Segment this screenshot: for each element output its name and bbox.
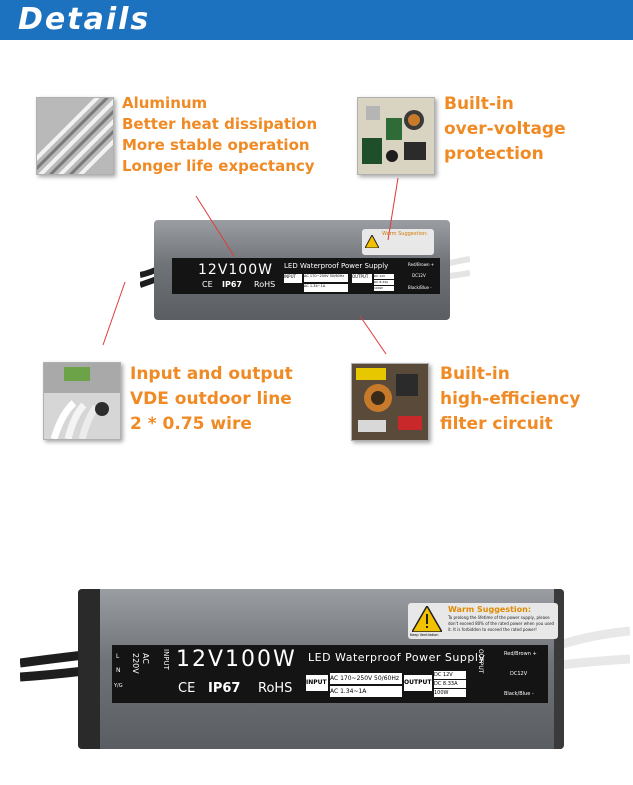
page-title: Details [18,2,151,37]
model-text: 12V100W [176,647,297,672]
aluminum-fins-thumbnail [36,97,114,175]
feature-line: Input and output [130,364,293,384]
feature-line: Built-in [444,94,514,114]
input-spec-2: AC 1.34~1A [330,686,402,697]
aluminum-fins-image [37,98,113,174]
product-title: LED Waterproof Power Supply [284,262,389,270]
terminal-l: L [116,653,120,660]
rohs-mark: RoHS [254,280,276,289]
psu-large-warning-label: Warm Suggestion: To prolong the lifetime… [408,603,558,639]
input-label: INPUT [284,274,302,283]
output-spec-1: DC 12V [374,274,394,279]
warning-icon [365,235,379,248]
feature-line: high-efficiency [440,389,581,409]
input-ac: AC [141,653,150,664]
out-negative: Black/Blue - [408,285,432,290]
input-spec-1: AC 170~250V 50/60Hz [304,274,348,282]
out-positive: Red/Brown + [408,262,435,267]
ce-mark: CE [178,681,196,696]
output-spec-1: DC 12V [434,671,466,679]
left-mount-bracket [78,589,100,749]
warn-text: To prolong the lifetime of the power sup… [448,615,555,632]
right-mount-bracket [554,589,564,749]
output-title: OUTPUT [477,649,484,674]
terminal-n: N [116,667,121,674]
overvoltage-board-thumbnail [357,97,435,175]
filter-circuit-thumbnail [351,363,429,441]
psu-large-label: L N Y/G AC 220V INPUT 12V100W CE IP67 Ro… [112,645,548,703]
power-supply-large: Warm Suggestion: To prolong the lifetime… [20,585,630,755]
feature-line: Better heat dissipation [122,115,318,133]
feature-filter-text: Built-in high-efficiency filter circuit [440,362,580,437]
input-title: INPUT [162,649,170,670]
output-spec-2: DC 8.33A [374,280,394,285]
feature-line: over-voltage [444,119,566,139]
feature-aluminum-text: Aluminum Better heat dissipation More st… [122,93,317,177]
feature-overvoltage-text: Built-in over-voltage protection [444,92,566,167]
output-spec-2: DC 8.33A [434,680,466,688]
terminal-ground: Y/G [114,683,123,689]
feature-line: More stable operation [122,136,310,154]
feature-line: Longer life expectancy [122,157,315,175]
io-wires-thumbnail [43,362,121,440]
out-negative: Black/Blue - [504,691,534,697]
out-dc: DC12V [510,671,528,677]
out-dc: DC12V [412,273,426,278]
rohs-mark: RoHS [258,681,293,696]
warning-icon [412,606,442,632]
feature-io-text: Input and output VDE outdoor line 2 * 0.… [130,362,293,437]
psu-small-label: 12V100W CE IP67 RoHS LED Waterproof Powe… [172,258,440,294]
ip-rating: IP67 [208,681,241,696]
warn-title: Warm Suggestion: [382,231,428,237]
ce-mark: CE [202,280,213,289]
feature-line: Built-in [440,364,510,384]
psu-large-cables [20,626,630,682]
output-label: OUTPUT [352,274,372,283]
feature-line: 2 * 0.75 wire [130,414,252,434]
psu-small-warning-label: Warm Suggestion: [362,229,434,255]
output-label: OUTPUT [404,675,432,691]
power-supply-small: Warm Suggestion: 12V100W CE IP67 RoHS LE… [140,215,470,325]
model-text: 12V100W [198,262,273,278]
output-spec-3: 100W [434,689,466,697]
input-spec-2: AC 1.34~1A [304,284,348,292]
warn-title: Warm Suggestion: [448,605,532,614]
header-bar: Details [0,0,633,40]
feature-line: filter circuit [440,414,553,434]
io-wires-image [44,363,120,439]
filter-circuit-image [352,364,428,440]
input-spec-1: AC 170~250V 50/60Hz [330,673,402,684]
input-voltage: 220V [131,653,140,674]
circuit-board-image [358,98,434,174]
feature-line: VDE outdoor line [130,389,292,409]
input-label: INPUT [306,675,328,691]
out-positive: Red/Brown + [504,651,537,657]
feature-line: Aluminum [122,94,208,112]
warn-small: Keep Ventilation [410,633,439,637]
output-spec-3: 100W [374,286,394,291]
feature-line: protection [444,144,544,164]
product-title: LED Waterproof Power Supply [308,651,486,664]
ip-rating: IP67 [222,280,242,289]
